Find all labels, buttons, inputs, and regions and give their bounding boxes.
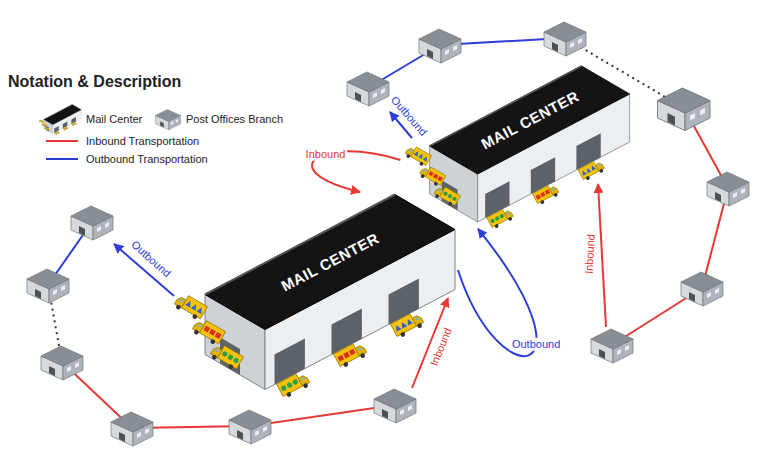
post-office bbox=[27, 269, 69, 303]
post-office bbox=[419, 29, 461, 63]
route-label: Inbound bbox=[428, 326, 455, 368]
mail-center-building bbox=[168, 192, 458, 398]
post-office bbox=[229, 410, 271, 444]
post-office bbox=[111, 412, 153, 446]
inbound-route bbox=[250, 405, 395, 426]
edge-label: Inbound bbox=[304, 148, 348, 161]
route-label: Inbound bbox=[583, 234, 598, 274]
mail-center: MAIL CENTER bbox=[400, 64, 632, 229]
inbound-arrow bbox=[598, 184, 606, 327]
post-office bbox=[544, 22, 586, 56]
post-office bbox=[707, 172, 749, 206]
mail-center-building bbox=[400, 64, 632, 229]
post-office bbox=[681, 272, 723, 306]
building-graphic bbox=[404, 66, 630, 229]
building-graphic bbox=[173, 195, 455, 399]
edge-label: Outbound bbox=[510, 338, 562, 351]
post-office bbox=[591, 329, 633, 363]
route-label: Outbound bbox=[388, 94, 429, 139]
legend-outbound-line bbox=[46, 158, 78, 160]
post-office bbox=[374, 389, 416, 423]
legend-post-office-icon bbox=[155, 109, 180, 129]
post-office bbox=[71, 206, 113, 240]
legend-title: Notation & Description bbox=[8, 73, 181, 91]
post-office bbox=[658, 88, 711, 131]
legend-inbound-line bbox=[46, 140, 78, 142]
legend-text: Outbound Transportation bbox=[86, 153, 208, 166]
route-label: Outbound bbox=[129, 238, 173, 280]
post-office bbox=[347, 72, 389, 106]
legend-mail-center-icon bbox=[39, 104, 81, 135]
mail-center: MAIL CENTER bbox=[168, 192, 458, 398]
legend-text: Inbound Transportation bbox=[86, 135, 199, 148]
legend-text: Post Offices Branch bbox=[186, 113, 283, 126]
post-office bbox=[41, 346, 83, 380]
legend-text: Mail Center bbox=[86, 113, 142, 126]
